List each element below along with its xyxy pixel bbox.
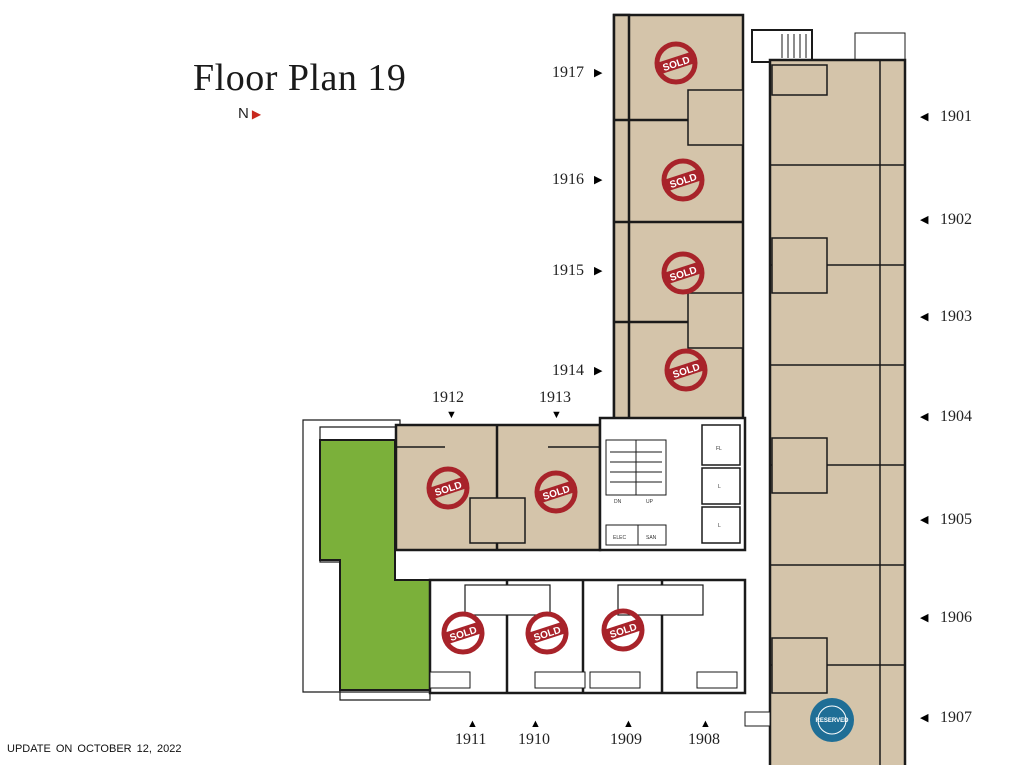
fire-lift-label: FL — [716, 446, 722, 452]
arrow-up-icon: ▲ — [467, 718, 478, 730]
north-label: N — [238, 105, 249, 122]
arrow-right-icon: ▶ — [594, 365, 603, 377]
reserved-stamp-1907: RESERVED — [810, 698, 854, 742]
svg-text:1908: 1908 — [688, 731, 720, 748]
plan-walls — [302, 13, 907, 765]
page-title: Floor Plan 19 — [193, 57, 407, 99]
svg-text:1906: 1906 — [940, 609, 972, 626]
svg-text:1903: 1903 — [940, 308, 972, 325]
arrow-down-icon: ▼ — [551, 409, 562, 421]
svg-text:1915: 1915 — [552, 262, 584, 279]
svg-text:RESERVED: RESERVED — [816, 718, 850, 724]
arrow-right-icon: ▶ — [594, 174, 603, 186]
svg-text:1916: 1916 — [552, 171, 584, 188]
san-room-label: SAN — [646, 535, 657, 541]
unit-label-1912: 1912 ▼ — [432, 389, 464, 421]
svg-text:1909: 1909 — [610, 731, 642, 748]
unit-label-1908: ▲1908 — [688, 718, 720, 748]
svg-text:1911: 1911 — [455, 731, 486, 748]
elec-room-label: ELEC — [613, 535, 626, 541]
left-wing — [612, 13, 745, 422]
lift-label: L — [718, 523, 721, 529]
unit-labels: 1917 ▶ 1916 ▶ 1915 ▶ 1914 ▶ ◀ 1901 ◀ 1902 ◀ 190… — [432, 64, 972, 748]
unit-label-1906: ◀ 1906 — [920, 609, 972, 626]
sold-stamp-1912: SOLD — [426, 466, 470, 510]
svg-text:1913: 1913 — [539, 389, 571, 406]
unit-label-1905: ◀ 1905 — [920, 511, 972, 528]
unit-label-1914: 1914 ▶ — [552, 362, 603, 379]
svg-text:1907: 1907 — [940, 709, 972, 726]
svg-text:1905: 1905 — [940, 511, 972, 528]
stair-down-label: DN — [614, 499, 622, 505]
arrow-up-icon: ▲ — [530, 718, 541, 730]
arrow-left-icon: ◀ — [920, 411, 929, 423]
svg-text:1912: 1912 — [432, 389, 464, 406]
unit-label-1901: ◀ 1901 — [920, 108, 972, 125]
stair-up-label: UP — [646, 499, 654, 505]
unit-label-1915: 1915 ▶ — [552, 262, 603, 279]
arrow-up-icon: ▲ — [700, 718, 711, 730]
arrow-down-icon: ▼ — [446, 409, 457, 421]
arrow-up-icon: ▲ — [623, 718, 634, 730]
north-arrow-icon: ▶ — [251, 107, 262, 121]
north-indicator: N▶ — [238, 105, 261, 122]
arrow-left-icon: ◀ — [920, 612, 929, 624]
svg-text:1901: 1901 — [940, 108, 972, 125]
arrow-left-icon: ◀ — [920, 111, 929, 123]
svg-text:1910: 1910 — [518, 731, 550, 748]
arrow-right-icon: ▶ — [594, 67, 603, 79]
update-note: UPDATE ON OCTOBER 12, 2022 — [7, 743, 182, 755]
unit-label-1916: 1916 ▶ — [552, 171, 603, 188]
unit-label-1909: ▲1909 — [610, 718, 642, 748]
unit-label-1907: ◀ 1907 — [920, 709, 972, 726]
arrow-left-icon: ◀ — [920, 214, 929, 226]
lift-label: L — [718, 484, 721, 490]
svg-text:1902: 1902 — [940, 211, 972, 228]
unit-label-1902: ◀ 1902 — [920, 211, 972, 228]
svg-text:1917: 1917 — [552, 64, 584, 81]
unit-label-1903: ◀ 1903 — [920, 308, 972, 325]
arrow-left-icon: ◀ — [920, 514, 929, 526]
arrow-left-icon: ◀ — [920, 311, 929, 323]
unit-label-1910: ▲1910 — [518, 718, 550, 748]
unit-label-1911: ▲1911 — [455, 718, 486, 748]
svg-text:1914: 1914 — [552, 362, 584, 379]
svg-text:1904: 1904 — [940, 408, 972, 425]
unit-label-1904: ◀ 1904 — [920, 408, 972, 425]
unit-label-1913: 1913 ▼ — [539, 389, 571, 421]
arrow-right-icon: ▶ — [594, 265, 603, 277]
arrow-left-icon: ◀ — [920, 712, 929, 724]
unit-label-1917: 1917 ▶ — [552, 64, 603, 81]
